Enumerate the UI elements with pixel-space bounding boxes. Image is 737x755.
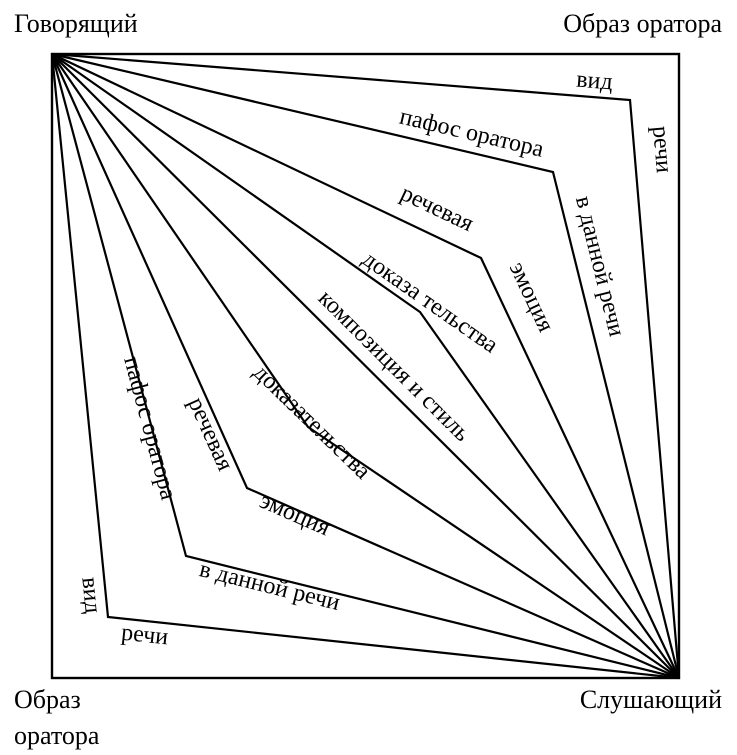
upper-3-label-a: речевая — [396, 180, 477, 237]
orator-image-label-top: Образ оратора — [563, 9, 722, 38]
upper-path-1 — [51, 52, 681, 679]
upper-path-2 — [51, 52, 681, 679]
upper-path-4 — [51, 53, 680, 679]
upper-2-label-b: в данной речи — [570, 193, 630, 339]
upper-1-label-b: речи — [647, 125, 677, 174]
lower-path-2 — [50, 53, 680, 680]
lower-3-label-a: пафос оратора — [118, 354, 181, 503]
orator-image-label-bottom-line1: Образ — [14, 685, 81, 714]
upper-path-3 — [51, 53, 680, 679]
diagonal-line — [51, 53, 680, 679]
listener-label: Слушающий — [580, 685, 722, 714]
lower-4-label-b: речи — [120, 620, 170, 651]
lower-path-4 — [50, 53, 680, 680]
lower-2-label-a: речевая — [183, 393, 238, 474]
lower-path-3 — [50, 53, 680, 680]
lower-4-label-a: вид — [76, 576, 105, 615]
orator-image-label-bottom-line2: оратора — [14, 721, 100, 750]
lower-path-1 — [51, 53, 680, 679]
lower-2-label-b: эмоция — [256, 488, 334, 542]
lower-3-label-b: в данной речи — [197, 556, 343, 616]
upper-1-label-a: вид — [575, 67, 613, 96]
speaker-label: Говорящий — [14, 9, 138, 38]
lower-1-label-a: доказательства — [248, 359, 376, 484]
diagram-frame — [50, 52, 681, 680]
